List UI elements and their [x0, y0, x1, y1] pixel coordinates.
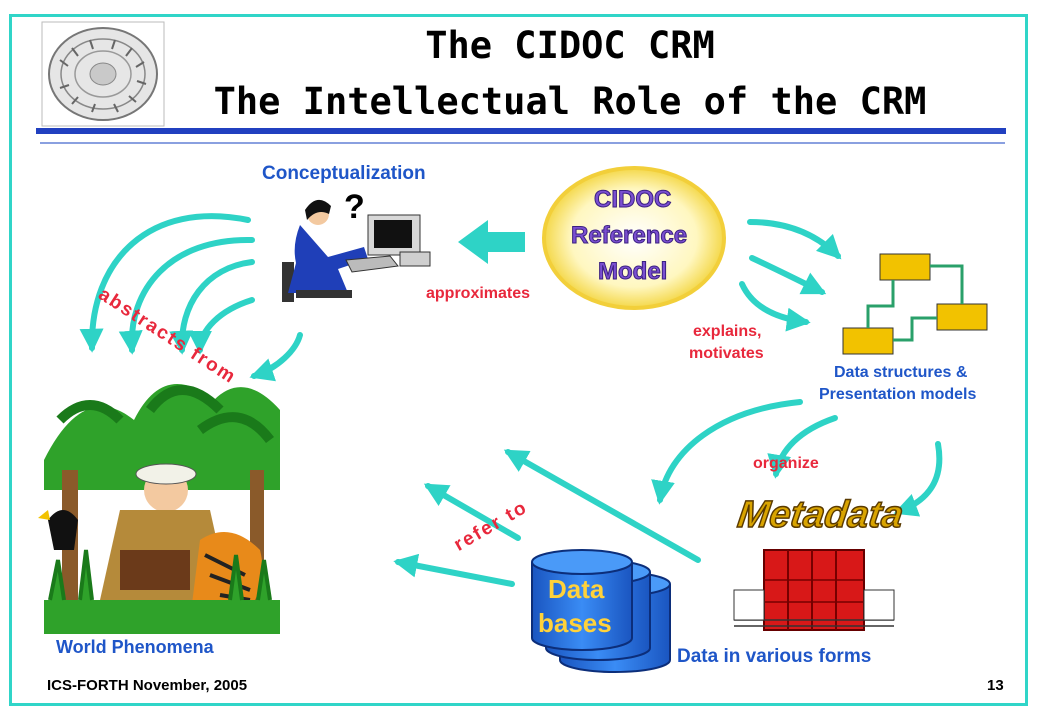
metadata-label: Metadata	[734, 493, 906, 537]
conceptualization-label: Conceptualization	[262, 163, 426, 184]
question-mark-label: ?	[344, 188, 365, 226]
slide-frame	[9, 14, 1028, 706]
data-structures-label-line-1: Data structures &	[834, 364, 968, 381]
explains-arrows	[739, 219, 842, 332]
page-number: 13	[987, 677, 1004, 694]
slide-title-line-2: The Intellectual Role of the CRM	[213, 80, 927, 123]
data-structures-label-line-2: Presentation models	[819, 386, 977, 403]
title-rule	[36, 128, 1006, 134]
crm-badge	[542, 166, 726, 310]
metadata-archive-icon	[733, 549, 895, 631]
footer-left: ICS-FORTH November, 2005	[47, 677, 248, 694]
databases-label-line-2: bases	[538, 608, 612, 638]
database-cylinders-icon	[531, 549, 671, 673]
data-structure-boxes	[842, 253, 988, 355]
crm-badge-line-2: Reference	[570, 222, 688, 250]
world-phenomena-label: World Phenomena	[56, 637, 214, 657]
title-rule-thin	[40, 142, 1005, 144]
data-various-forms-label: Data in various forms	[677, 646, 872, 667]
crm-badge-line-1: CIDOC	[593, 186, 672, 214]
crm-badge-line-3: Model	[597, 258, 668, 286]
jungle-illustration	[38, 384, 280, 634]
databases-label-line-1: Data	[548, 574, 605, 604]
approximates-arrow	[458, 220, 525, 264]
refer-to-arrows	[393, 449, 701, 587]
explains-label-line-2: motivates	[689, 345, 764, 362]
person-at-computer-icon	[282, 199, 431, 302]
slide-title-line-1: The CIDOC CRM	[425, 24, 715, 67]
organize-label: organize	[753, 455, 819, 472]
approximates-label: approximates	[426, 285, 531, 302]
organize-arrows	[651, 399, 943, 517]
phaistos-disc-logo	[41, 21, 165, 127]
explains-label-line-1: explains,	[693, 323, 762, 340]
abstracts-from-arrows	[79, 213, 303, 382]
